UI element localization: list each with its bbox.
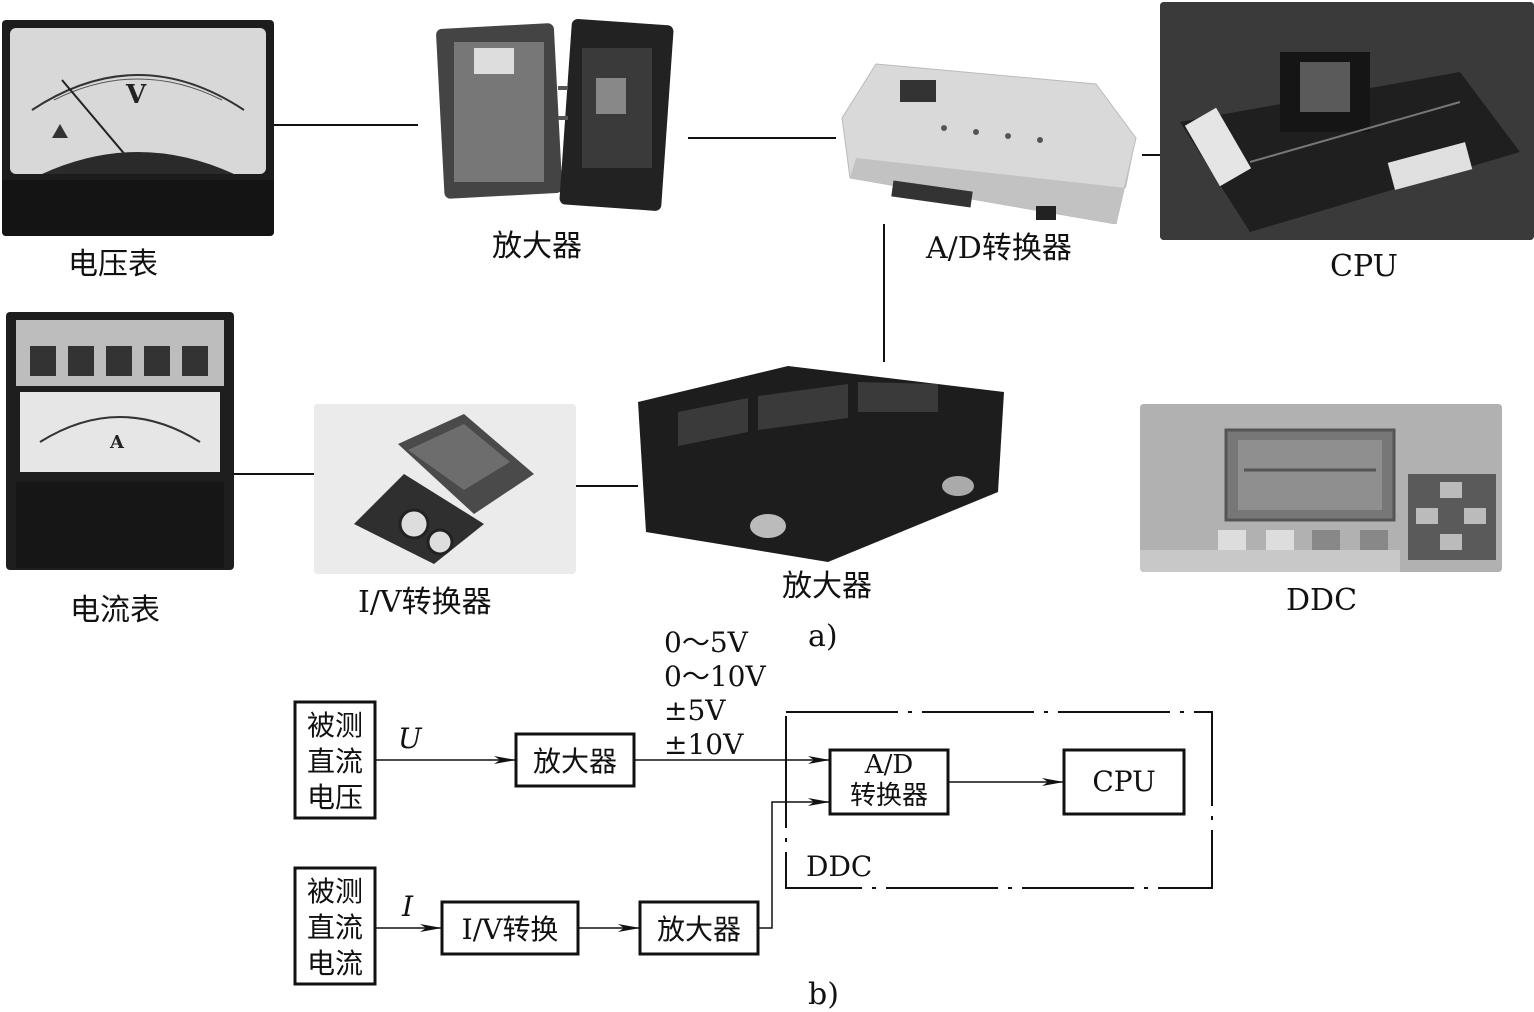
amplifier-1-text: 放大器 [532,745,617,778]
cpu-label: CPU [1330,249,1398,284]
cpu-photo [1160,2,1534,240]
ad-converter-text: A/D 转换器 [849,750,928,811]
cpu-text: CPU [1092,765,1156,798]
ddc-photo [1140,404,1502,572]
voltmeter-photo: V [2,20,274,236]
ad-converter-photo [836,58,1142,224]
ddc-enclosure-label: DDC [806,850,873,883]
ammeter-dial-symbol: A [110,432,124,453]
voltmeter-dial-symbol: V [126,80,147,110]
voltmeter-label: 电压表 [68,247,158,282]
signal-i-label: I [402,890,414,923]
voltage-source-text: 被测 直流 电压 [306,709,363,814]
part-b-block-diagram [293,700,1213,986]
iv-conversion-text: I/V转换 [461,913,559,946]
ad-converter-label: A/D转换器 [926,231,1072,266]
ddc-enclosure [785,711,1213,889]
amplifier-bottom-label: 放大器 [782,569,872,604]
current-source-block [293,866,377,986]
ddc-label: DDC [1286,583,1358,618]
range-item: ±10V [664,728,744,761]
amplifier-2-text: 放大器 [656,913,741,946]
part-a-caption: a) [808,619,838,654]
range-item: 0～5V [664,626,748,659]
amplifier-top-photo [418,8,688,212]
iv-converter-label: I/V转换器 [358,585,492,620]
ammeter-photo: A [6,312,234,570]
range-item: ±5V [664,694,726,727]
part-b-caption: b) [808,977,839,1012]
voltage-ranges: 0～5V 0～10V ±5V ±10V [664,626,766,762]
amplifier-top-label: 放大器 [492,229,582,264]
amplifier-bottom-photo [638,362,1006,574]
range-item: 0～10V [664,660,766,693]
ammeter-label: 电流表 [70,593,160,628]
current-source-text: 被测 直流 电流 [306,875,363,980]
iv-converter-photo [314,404,576,574]
signal-u-label: U [398,722,422,755]
